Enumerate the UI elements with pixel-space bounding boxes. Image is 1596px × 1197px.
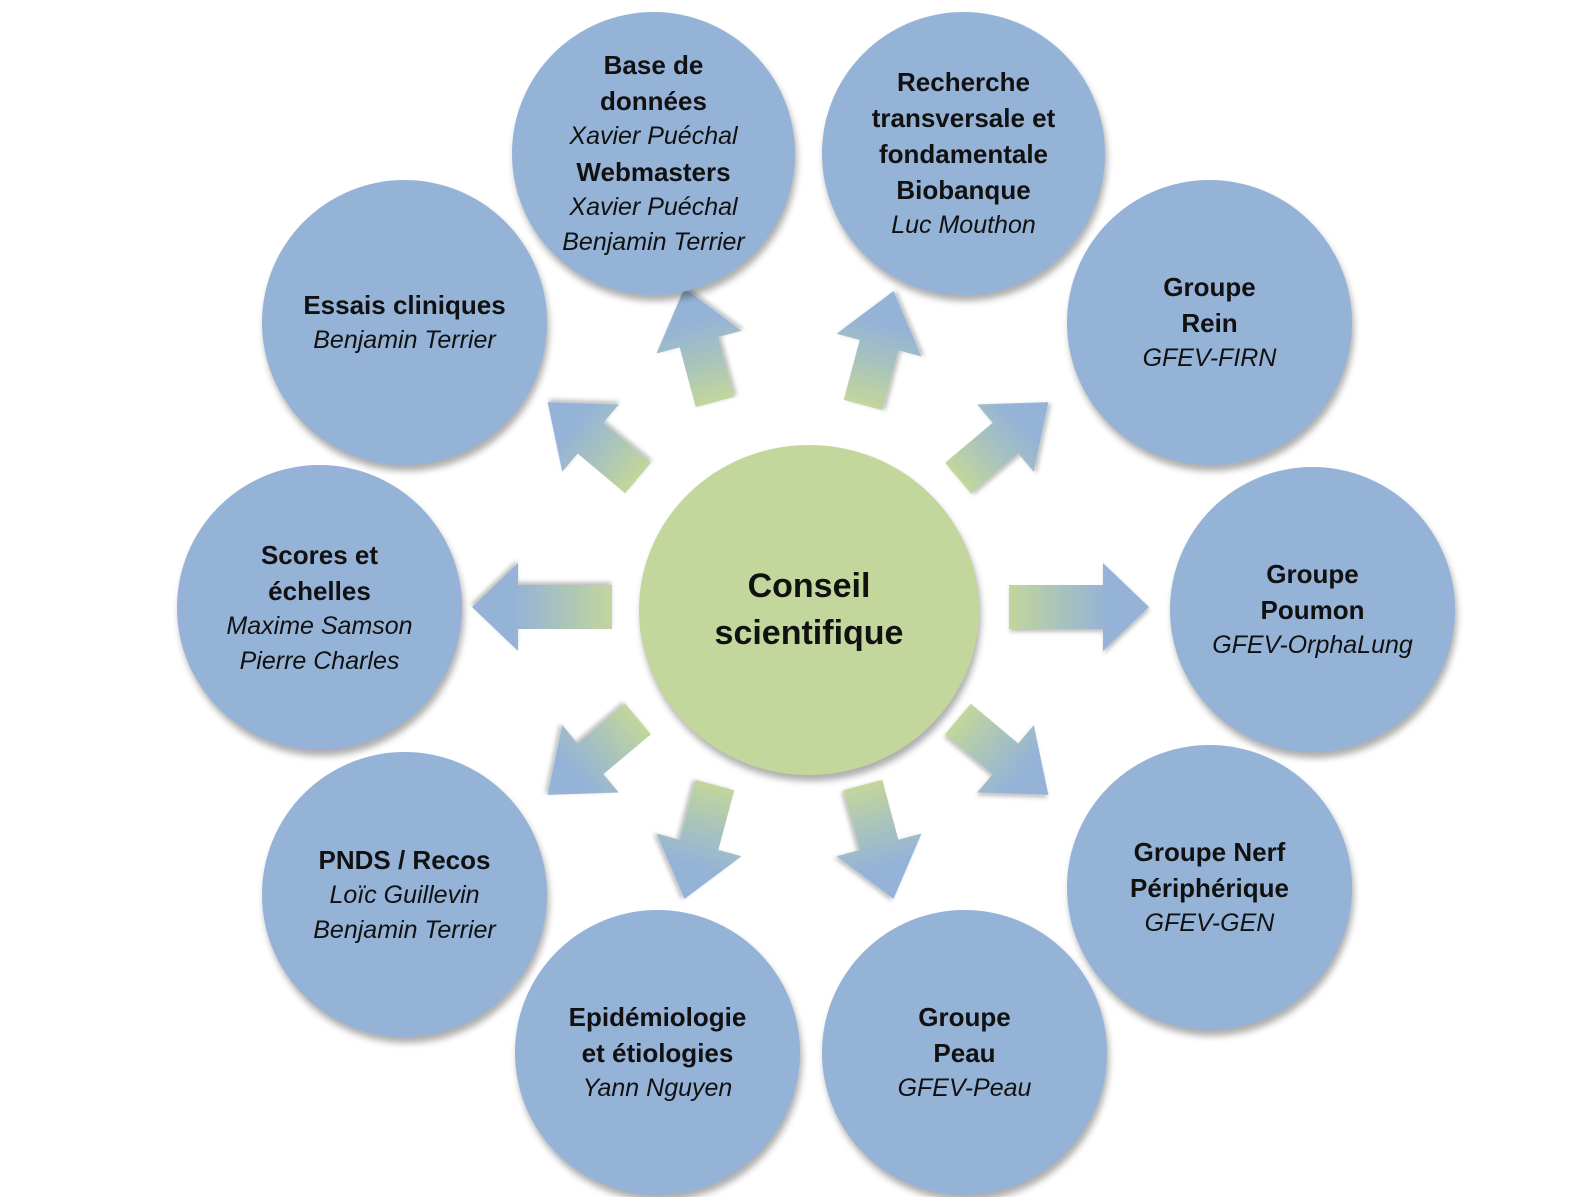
node-person: Yann Nguyen [582, 1074, 733, 1102]
node-groupe-nerf-peripherique: Groupe Nerf Périphérique GFEV-GEN [1067, 745, 1352, 1030]
node-title: données [600, 86, 707, 116]
node-scores-et-echelles: Scores et échelles Maxime Samson Pierre … [177, 465, 462, 750]
node-person: Maxime Samson [226, 611, 413, 640]
node-person: Xavier Puéchal [569, 122, 738, 150]
node-person: Benjamin Terrier [562, 228, 745, 256]
node-title: Périphérique [1130, 873, 1289, 903]
node-title: échelles [268, 575, 371, 606]
node-title: Epidémiologie [568, 1002, 747, 1032]
node-title: Webmasters [576, 157, 731, 187]
node-person: Loïc Guillevin [329, 880, 480, 909]
node-groupe-rein: Groupe Rein GFEV-FIRN [1067, 180, 1352, 465]
node-title: Groupe Nerf [1133, 837, 1286, 867]
node-title: Groupe [918, 1002, 1011, 1032]
arrow-to-groupe-rein [945, 402, 1049, 494]
node-title: Peau [933, 1038, 996, 1068]
node-title: Scores et [260, 539, 379, 570]
node-title: Poumon [1260, 595, 1365, 625]
node-epidemiologie: Epidémiologie et étiologies Yann Nguyen [515, 910, 800, 1195]
node-title: Recherche [897, 67, 1030, 97]
node-person: Benjamin Terrier [313, 915, 496, 944]
node-title: PNDS / Recos [318, 844, 491, 875]
node-person: Xavier Puéchal [569, 193, 738, 221]
center-title-line2: scientifique [714, 614, 904, 652]
node-recherche-transversale: Recherche transversale et fondamentale B… [822, 12, 1105, 295]
node-base-de-donnees: Base de données Xavier Puéchal Webmaster… [512, 12, 795, 295]
node-groupe-peau: Groupe Peau GFEV-Peau [822, 910, 1107, 1195]
center-node-conseil-scientifique: Conseil scientifique [639, 445, 979, 775]
node-title: Essais cliniques [303, 290, 506, 320]
node-title: fondamentale [878, 139, 1049, 169]
arrow-to-epidemiologie [656, 779, 742, 899]
node-essais-cliniques: Essais cliniques Benjamin Terrier [262, 180, 547, 465]
arrow-to-scores [472, 563, 612, 651]
node-title: Groupe [1266, 559, 1359, 589]
node-title: Groupe [1163, 272, 1256, 302]
node-person: Benjamin Terrier [313, 326, 496, 354]
arrow-to-base-de-donnees [656, 288, 742, 408]
node-pnds-recos: PNDS / Recos Loïc Guillevin Benjamin Ter… [262, 752, 547, 1037]
arrow-to-groupe-nerf [945, 703, 1049, 795]
node-person: Luc Mouthon [891, 211, 1036, 239]
arrow-to-groupe-peau [836, 779, 922, 899]
node-groupe-poumon: Groupe Poumon GFEV-OrphaLung [1170, 467, 1455, 752]
node-person: GFEV-Peau [897, 1074, 1032, 1102]
node-person: GFEV-OrphaLung [1212, 631, 1413, 659]
node-person: GFEV-GEN [1144, 909, 1275, 937]
node-title: Rein [1181, 308, 1238, 338]
node-title: et étiologies [581, 1038, 734, 1068]
arrow-to-recherche [836, 291, 922, 411]
arrow-to-pnds [547, 703, 651, 795]
node-title: Biobanque [896, 175, 1031, 205]
arrow-to-groupe-poumon [1009, 563, 1149, 651]
center-title-line1: Conseil [747, 567, 871, 605]
node-title: transversale et [871, 103, 1056, 133]
node-person: GFEV-FIRN [1142, 344, 1277, 372]
node-title: Base de [603, 50, 704, 80]
node-person: Pierre Charles [239, 646, 400, 675]
arrow-to-essais [547, 402, 651, 494]
